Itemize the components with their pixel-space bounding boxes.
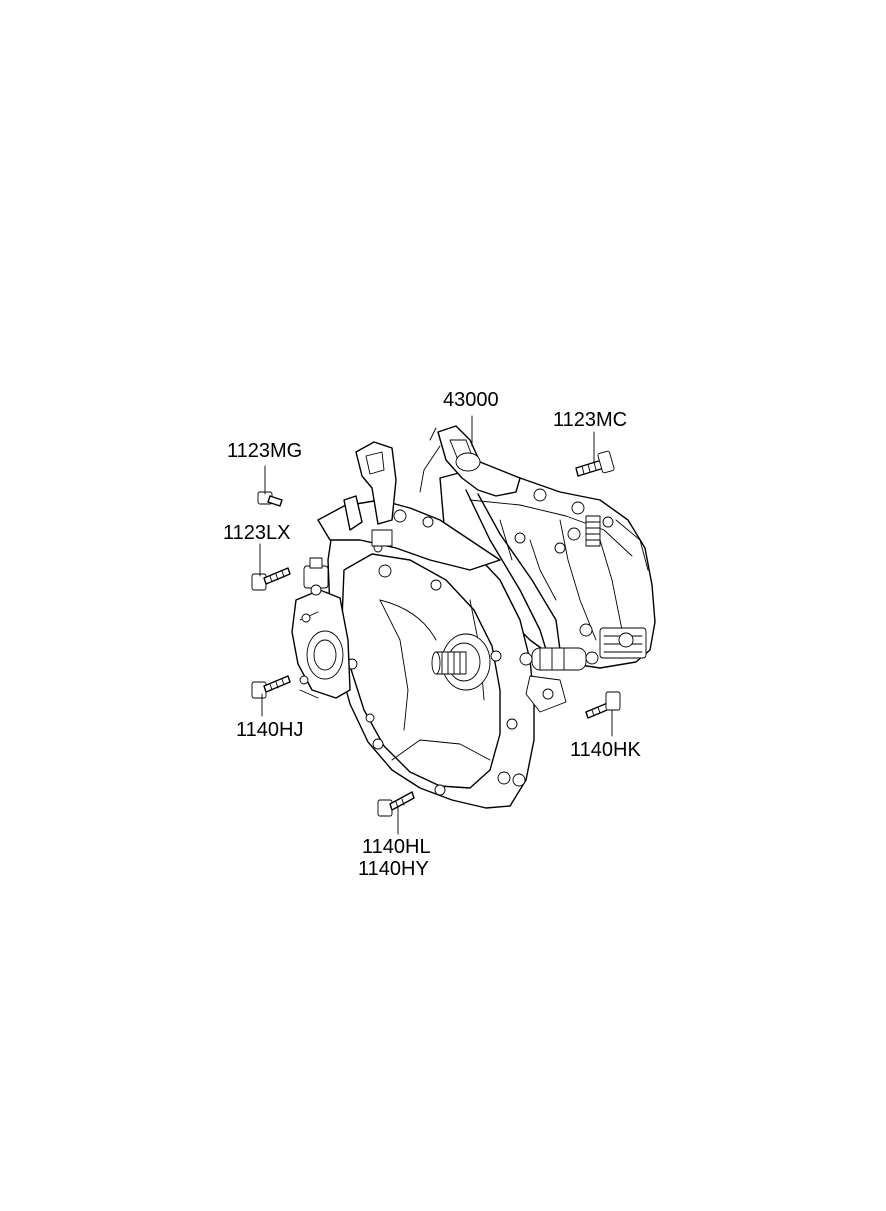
label-1123lx: 1123LX (223, 522, 291, 544)
bolt-1123lx-icon (251, 567, 291, 591)
differential-case (291, 557, 351, 699)
bolt-1140hj-icon (251, 675, 291, 699)
bolt-1140hk-icon (585, 691, 621, 719)
label-43000: 43000 (443, 389, 499, 411)
gear-case (439, 469, 656, 669)
bolt-1123mc-icon (575, 450, 615, 477)
label-1140hj: 1140HJ (236, 719, 304, 741)
shift-tower (317, 425, 599, 713)
label-1140hl: 1140HL (362, 836, 431, 858)
bolt-1140hl-icon (377, 791, 415, 817)
leader-lines (259, 415, 613, 835)
label-1123mg: 1123MG (227, 440, 303, 462)
bolt-1123mg-icon (257, 491, 283, 507)
label-1123mc: 1123MC (553, 409, 628, 431)
label-1140hy: 1140HY (358, 858, 429, 880)
clutch-housing (327, 509, 535, 809)
label-1140hk: 1140HK (570, 739, 641, 761)
